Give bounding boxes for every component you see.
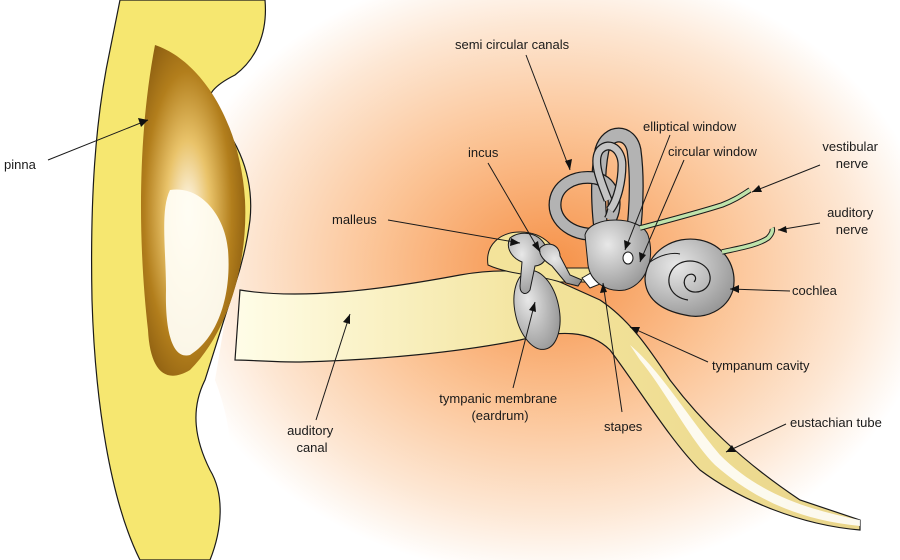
pointer-lines [47,54,821,453]
label-circular-window: circular window [668,144,757,159]
label-auditory-canal: auditory canal [287,423,337,455]
cochlea-shape [644,238,735,317]
labels: pinna semi circular canals elliptical wi… [4,37,882,455]
label-incus: incus [468,145,499,160]
label-vestibular-nerve: vestibular nerve [822,139,881,171]
label-tympanic-membrane: tympanic membrane (eardrum) [439,391,560,423]
label-pinna: pinna [4,157,37,172]
label-semi-circular-canals: semi circular canals [455,37,570,52]
label-cochlea: cochlea [792,283,838,298]
label-tympanum-cavity: tympanum cavity [712,358,810,373]
label-eustachian-tube: eustachian tube [790,415,882,430]
label-auditory-nerve: auditory nerve [827,205,877,237]
label-elliptical-window: elliptical window [643,119,737,134]
label-stapes: stapes [604,419,643,434]
pinna-shape [90,0,267,560]
inner-ear-labyrinth [548,127,652,291]
label-malleus: malleus [332,212,377,227]
nerves [639,187,776,255]
